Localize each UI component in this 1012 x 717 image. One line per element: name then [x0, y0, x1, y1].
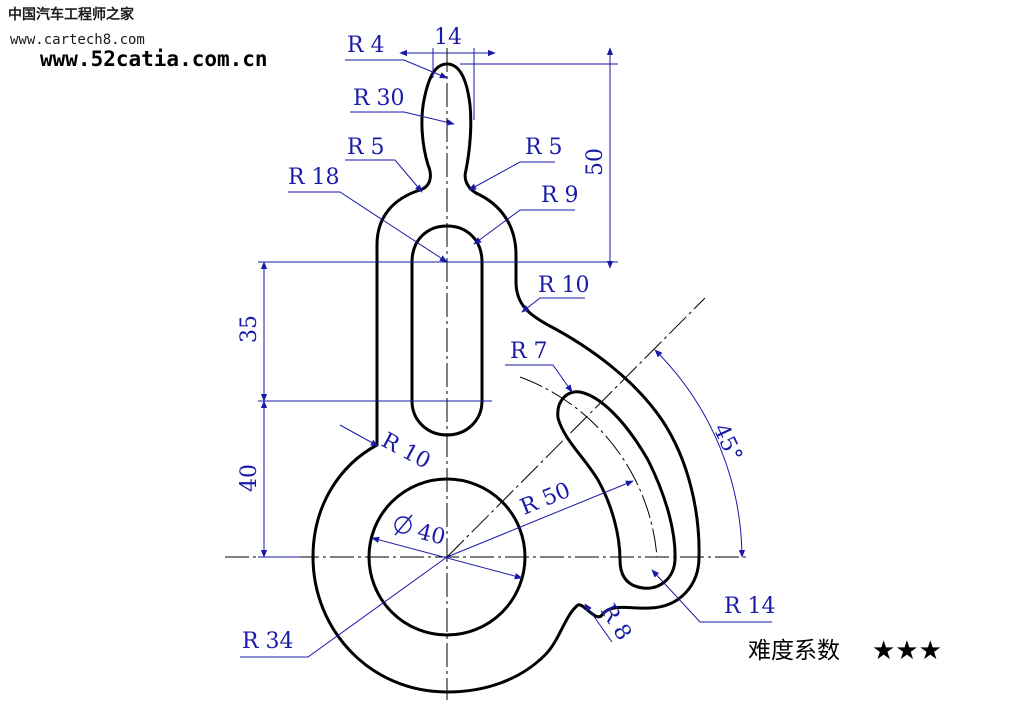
watermark-url-small: www.cartech8.com — [10, 32, 145, 48]
difficulty-label: 难度系数 — [748, 638, 840, 664]
label-14: 14 — [434, 25, 462, 50]
diameter-symbol-icon — [394, 514, 413, 536]
label-r5-left: R 5 — [347, 135, 385, 160]
leader-r8 — [584, 603, 613, 643]
dimension-labels: R 4 14 R 30 R 5 R 5 50 R 18 R 9 R 10 35 … — [237, 25, 776, 654]
label-50: 50 — [583, 148, 608, 176]
dim-diameter-40 — [371, 536, 523, 580]
label-r9: R 9 — [541, 183, 579, 208]
label-r10-upper: R 10 — [538, 273, 590, 298]
outer-contour — [311, 62, 701, 694]
label-45: 45° — [708, 420, 747, 466]
watermark-url-big: www.52catia.com.cn — [40, 47, 268, 71]
dim-arc-45 — [654, 349, 746, 558]
label-diameter-40: 40 — [415, 520, 448, 551]
leader-r9 — [473, 209, 575, 245]
center-arc-r50 — [519, 376, 658, 558]
label-r10-lower: R 10 — [377, 428, 434, 474]
label-r18: R 18 — [288, 165, 340, 190]
arc-slot — [556, 390, 677, 590]
leader-r34 — [240, 556, 448, 658]
label-r4: R 4 — [347, 33, 385, 58]
leader-r7 — [505, 364, 573, 393]
label-r14: R 14 — [724, 594, 776, 619]
label-35: 35 — [237, 315, 262, 343]
center-lines — [225, 48, 748, 700]
bore-circle — [367, 477, 527, 637]
watermark-cn-title: 中国汽车工程师之家 — [8, 6, 135, 23]
leader-r30 — [350, 111, 455, 126]
leader-r14 — [651, 569, 772, 623]
leader-r4 — [345, 59, 448, 79]
center-line-diagonal — [446, 297, 706, 558]
leader-r18 — [288, 191, 448, 263]
leader-r10-lower — [339, 424, 379, 447]
label-r30: R 30 — [353, 86, 405, 111]
label-r34: R 34 — [242, 629, 294, 654]
label-40: 40 — [237, 464, 262, 492]
leader-r5-right — [468, 161, 555, 191]
leader-r5-left — [345, 159, 423, 193]
label-r7: R 7 — [510, 339, 548, 364]
leader-r10-upper — [521, 297, 585, 313]
leader-r50 — [446, 480, 634, 558]
label-r5-right: R 5 — [525, 135, 563, 160]
difficulty-stars: ★★★ — [872, 636, 942, 666]
dimension-lines — [240, 47, 772, 658]
label-r50: R 50 — [517, 478, 574, 520]
